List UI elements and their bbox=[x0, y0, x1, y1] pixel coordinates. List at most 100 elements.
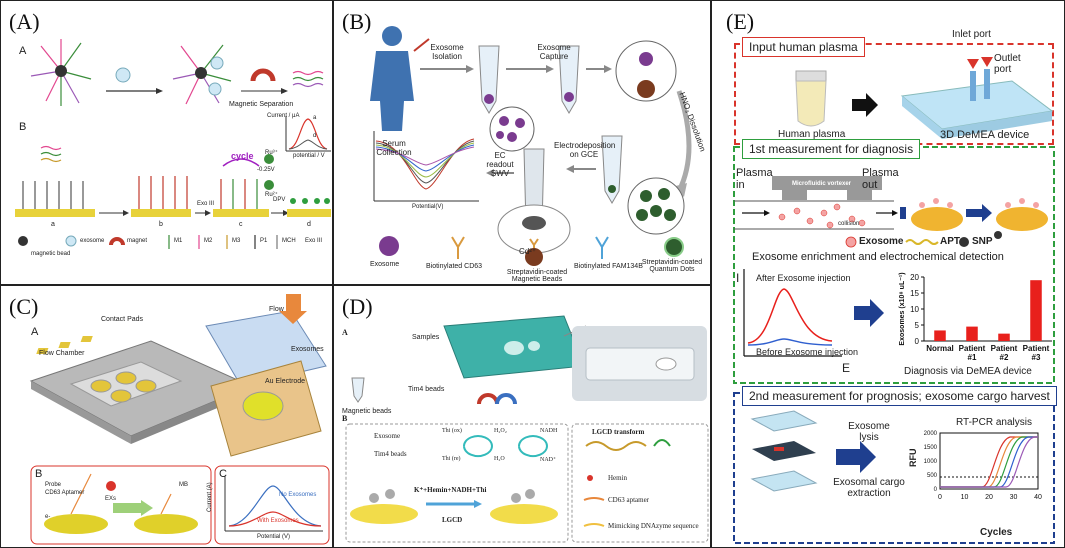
y-tick-label: 15 bbox=[910, 289, 919, 298]
serum-label: Serum Collection bbox=[376, 139, 412, 157]
y-axis-label: Exosomes (x10⁸ uL⁻¹) bbox=[899, 272, 906, 345]
pcr-y-tick: 1000 bbox=[924, 459, 938, 465]
legend-hemin: Hemin bbox=[608, 474, 628, 482]
step-c: c bbox=[239, 221, 243, 228]
legend-cd63: Biotinylated CD63 bbox=[426, 263, 483, 270]
x-tick-label: #2 bbox=[1000, 353, 1009, 362]
magnetic-separation-label: Magnetic Separation bbox=[229, 101, 294, 108]
bar-patient-1 bbox=[966, 326, 978, 341]
legend-magnetic-bead: magnetic bead bbox=[31, 251, 71, 257]
panel-c-graphics bbox=[29, 294, 330, 545]
pcr-y-tick: 0 bbox=[934, 487, 938, 493]
aptamer-label: CD63 Aptamer bbox=[45, 490, 85, 496]
pcr-y-tick: 500 bbox=[927, 473, 938, 479]
legend-exosome-b: Exosome bbox=[370, 261, 400, 268]
voltage-label: -0.25V bbox=[257, 167, 275, 173]
capture-label: Exosome Capture bbox=[537, 43, 571, 61]
potential-axis-label: potential / V bbox=[293, 153, 325, 159]
legend-dnazyme: Mimicking DNAzyme sequence bbox=[608, 522, 699, 530]
exs-label: EXs bbox=[105, 496, 117, 502]
panel-c-sub-c: C bbox=[219, 468, 227, 480]
exosomes-label: Exosomes bbox=[291, 346, 324, 353]
readout-label: EC readout SWV bbox=[486, 151, 514, 178]
samples-label: Samples bbox=[412, 334, 440, 341]
panel-c-label: (C) bbox=[9, 294, 39, 319]
tim4-label: Tim4 beads bbox=[408, 386, 445, 393]
flow-chamber-label: Flow Chamber bbox=[39, 350, 85, 357]
panel-c-sub-a: A bbox=[31, 326, 39, 338]
y-tick-label: 10 bbox=[910, 305, 919, 314]
step-d: d bbox=[307, 221, 311, 228]
panel-d-label: (D) bbox=[342, 294, 373, 319]
swv-x-axis: Potential(V) bbox=[412, 204, 444, 210]
legend-quantum-dots: Streptavidin-coated Quantum Dots bbox=[641, 259, 703, 273]
enrichment-label: Exosome enrichment and electrochemical d… bbox=[752, 251, 1004, 263]
panel-a-sub-a: A bbox=[19, 45, 27, 57]
contact-pads-label: Contact Pads bbox=[101, 316, 144, 323]
thi-re-label: Thi (re) bbox=[442, 456, 461, 462]
nad-label: NAD⁺ bbox=[540, 457, 557, 463]
cd2-label: Cd²⁺ bbox=[519, 247, 537, 256]
x-tick-label: #1 bbox=[968, 353, 977, 362]
panel-d-graphics bbox=[345, 315, 709, 543]
y-tick-label: 20 bbox=[910, 273, 919, 282]
panel-d-sub-b: B bbox=[342, 414, 348, 423]
no-exosomes-label: No Exosomes bbox=[279, 492, 317, 498]
vortexer-label: Microfluidic vortexer bbox=[792, 181, 852, 187]
legend-exo-iii: Exo III bbox=[305, 238, 323, 244]
panel-d-sub-a: A bbox=[342, 328, 348, 337]
rfu-label: RFU bbox=[908, 448, 918, 468]
lgcd-transform-label: LGCD transform bbox=[592, 428, 645, 436]
after-injection-label: After Exosome injection bbox=[756, 273, 851, 283]
device-label: 3D DeMEA device bbox=[940, 129, 1030, 141]
peak-a-label: a bbox=[313, 115, 317, 121]
x-tick-label: #3 bbox=[1032, 353, 1041, 362]
panel-d: (D) A B Samples Tim4 beads Magnetic bead… bbox=[333, 285, 711, 548]
legend-tim4-d: Tim4 beads bbox=[374, 450, 407, 458]
step-a: a bbox=[51, 221, 55, 228]
with-exosomes-label: With Exosomes bbox=[257, 518, 299, 524]
thi-ox-label: Thi (ox) bbox=[442, 428, 462, 434]
legend-exosome-e: Exosome bbox=[859, 236, 904, 247]
exo-iii-label: Exo III bbox=[197, 201, 215, 207]
before-injection-label: Before Exosome injection bbox=[756, 347, 859, 357]
magnetic-beads-label: Magnetic beads bbox=[342, 408, 392, 415]
current-label-c: Current (A) bbox=[207, 482, 213, 512]
legend-m3: M3 bbox=[232, 238, 241, 244]
peak-d-label: d bbox=[313, 133, 317, 139]
h2o-label: H₂O bbox=[494, 456, 505, 462]
pcr-y-tick: 2000 bbox=[924, 431, 938, 437]
legend-m2: M2 bbox=[204, 238, 213, 244]
pcr-curve bbox=[940, 436, 1038, 488]
panel-a-label: (A) bbox=[9, 9, 40, 34]
pcr-y-tick: 1500 bbox=[924, 445, 938, 451]
panel-c: (C) A B C Contact Pads Flow Chamber Flow… bbox=[0, 285, 333, 548]
ru2-label: Ru²⁺ bbox=[265, 192, 278, 198]
legend-snp: SNP bbox=[972, 236, 993, 247]
pcr-frame bbox=[939, 432, 1039, 490]
electrodeposition-label: Electrodeposition on GCE bbox=[554, 141, 616, 159]
nadh-label: NADH bbox=[540, 428, 558, 434]
cycles-label: Cycles bbox=[980, 527, 1013, 538]
current-axis-label: Current / μA bbox=[267, 113, 300, 119]
panel-a: (A) A B Magnetic Separation cycle Curren… bbox=[0, 0, 333, 285]
plasma-out-label: Plasma out bbox=[862, 167, 899, 191]
pcr-x-tick: 10 bbox=[961, 494, 969, 501]
measure2-title: 2nd measurement for prognosis; exosome c… bbox=[742, 386, 1057, 406]
panel-c-sub-b: B bbox=[35, 468, 43, 480]
bar-patient-2 bbox=[998, 333, 1010, 341]
pcr-x-tick: 30 bbox=[1010, 494, 1018, 501]
ru3-label: Ru³⁺ bbox=[265, 150, 278, 156]
dpv-label: DPV bbox=[273, 197, 286, 203]
diag-caption: Diagnosis via DeMEA device bbox=[904, 366, 1032, 377]
step-b: b bbox=[159, 221, 163, 228]
plasma-in-label: Plasma in bbox=[736, 167, 773, 191]
x-tick-label: Patient bbox=[991, 344, 1018, 353]
probe-label: Probe bbox=[45, 482, 62, 488]
panel-e: (E) Input human plasma bbox=[711, 0, 1065, 548]
x-tick-label: Normal bbox=[926, 344, 954, 353]
panel-b: (B) Serum Collection Exosome Isolation E… bbox=[333, 0, 711, 285]
panel-a-graphics bbox=[15, 39, 331, 249]
